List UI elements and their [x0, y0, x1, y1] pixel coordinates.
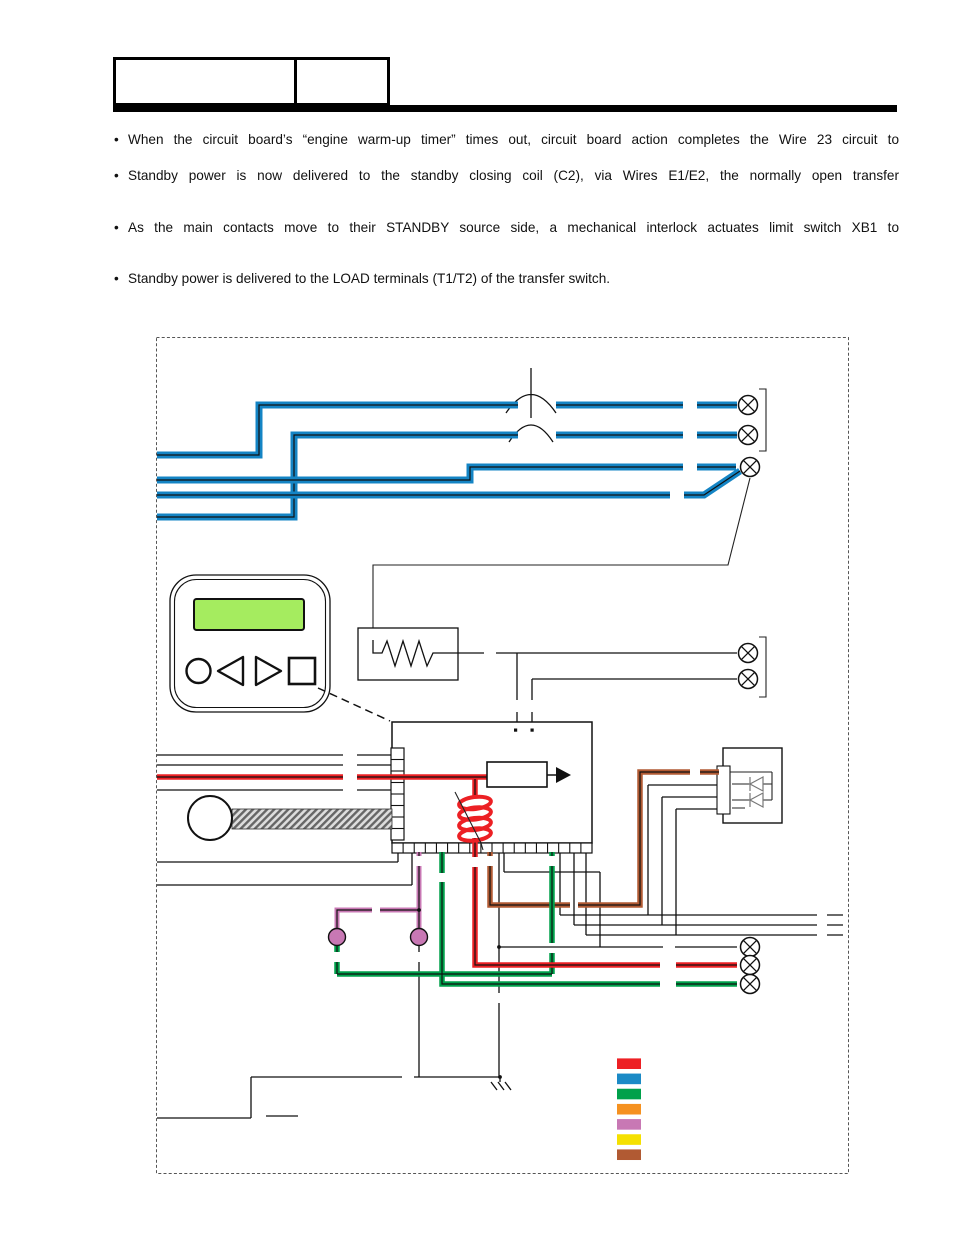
fuse-arrow	[556, 767, 571, 783]
resistor-zigzag	[372, 638, 458, 669]
junction-dots	[417, 908, 502, 1079]
terminal-circle-x-icon	[737, 668, 759, 690]
board-contact-dot	[514, 728, 518, 732]
legend-swatch-orange-wire	[617, 1103, 641, 1115]
red-wires	[157, 774, 737, 968]
header-box-right	[294, 57, 390, 106]
round-button-icon	[185, 657, 212, 685]
bullet-item: • Standby power is now delivered to the s…	[113, 168, 899, 184]
bullet-text: When the circuit board’s “engine warm-up…	[128, 132, 899, 147]
ribbon-cable	[231, 808, 393, 830]
bullet-marker: •	[114, 220, 119, 235]
bullet-marker: •	[114, 271, 119, 286]
board-fuse	[486, 761, 571, 788]
connector-circle	[409, 927, 429, 947]
circuit-board	[390, 721, 730, 854]
terminal-circle-x-icon	[739, 954, 761, 976]
lcd-screen	[193, 598, 305, 631]
led-connector-box	[716, 747, 783, 824]
header-rule	[113, 105, 897, 112]
terminal-circle-x-icon	[737, 642, 759, 664]
right-arrow-button-icon	[254, 655, 283, 687]
resistor-box	[357, 627, 459, 681]
wire-color-legend	[617, 1058, 641, 1161]
bullet-item: • Standby power is delivered to the LOAD …	[113, 271, 899, 287]
ground-symbol	[490, 1077, 512, 1091]
bullet-list: • When the circuit board’s “engine warm-u…	[113, 132, 899, 287]
resistor-output-wires	[458, 652, 737, 731]
board-contact-dot	[530, 728, 534, 732]
green-wires	[334, 852, 737, 987]
closing-coil	[457, 794, 493, 843]
legend-swatch-pink-wire	[617, 1119, 641, 1130]
coil-connector-circles	[327, 927, 429, 947]
utility-blue-wires	[157, 401, 742, 521]
control-wire-mesh	[157, 784, 843, 1119]
legend-swatch-brown-wire	[617, 1149, 641, 1161]
controller-display-unit	[169, 574, 391, 722]
motor-circle	[187, 795, 233, 841]
legend-swatch-red-wire	[617, 1058, 641, 1069]
led-diode-symbols	[748, 775, 764, 809]
terminal-circle-x-icon	[739, 936, 761, 958]
bullet-text: Standby power is delivered to the LOAD t…	[128, 271, 611, 286]
terminal-circle-x-icon	[739, 973, 761, 995]
diagram-frame	[156, 337, 849, 1174]
pink-wires	[334, 852, 422, 928]
connector-circle	[327, 927, 347, 947]
bullet-text: As the main contacts move to their STAND…	[128, 220, 899, 235]
terminal-circle-x-icon	[737, 424, 759, 446]
legend-swatch-blue-wire	[617, 1073, 641, 1085]
square-button-icon	[287, 656, 317, 686]
terminal-circle-x-icon	[739, 456, 761, 478]
connector-terminal-strip	[716, 765, 731, 815]
brown-wires	[487, 769, 719, 908]
terminal-circle-x-icon	[737, 394, 759, 416]
bullet-text: Standby power is now delivered to the st…	[128, 168, 899, 183]
display-leader-line	[317, 687, 391, 722]
actuator-motor	[187, 795, 393, 841]
board-left-feed-wires	[157, 754, 391, 791]
terminal-brackets	[759, 388, 767, 698]
bullet-item: • When the circuit board’s “engine warm-u…	[113, 132, 899, 148]
terminal-strip-cells	[391, 758, 730, 853]
bullet-marker: •	[114, 132, 119, 147]
legend-swatch-yellow-wire	[617, 1134, 641, 1145]
resistor-circuit	[357, 627, 737, 731]
bullet-marker: •	[114, 168, 119, 183]
left-arrow-button-icon	[216, 655, 245, 687]
header-box-left	[113, 57, 297, 106]
terminal-symbols	[737, 394, 761, 995]
bullet-item: • As the main contacts move to their STAN…	[113, 220, 899, 236]
terminal-to-resistor-wire	[372, 477, 751, 640]
legend-swatch-green-wire	[617, 1088, 641, 1100]
coil-cross-line	[454, 791, 484, 851]
